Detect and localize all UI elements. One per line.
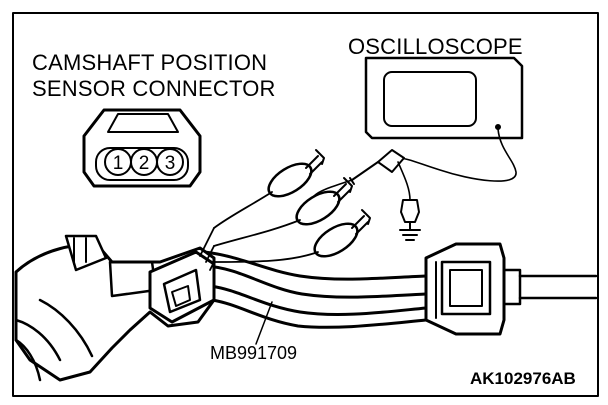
test-clip-1 [213, 149, 325, 229]
figure-code-label: AK102976AB [470, 369, 576, 388]
oscilloscope [364, 56, 524, 140]
test-clip-2 [213, 177, 353, 247]
pin-2: 2 [130, 148, 158, 176]
tool-leader-line [255, 301, 273, 345]
test-harness [202, 250, 428, 329]
camshaft-sensor [14, 234, 216, 382]
test-clip-3 [213, 209, 371, 263]
clip-leads [199, 227, 215, 271]
harness-connector [424, 242, 598, 336]
probe-plug [349, 149, 405, 185]
pin-3-label: 3 [165, 153, 176, 174]
ground-lead [397, 161, 421, 241]
scope-probe-cable [397, 128, 517, 182]
pin-3: 3 [156, 148, 184, 176]
pin-1-label: 1 [113, 153, 124, 174]
figure-frame [12, 12, 599, 397]
connector-title-line1: CAMSHAFT POSITION [32, 50, 268, 75]
pin-1: 1 [104, 148, 132, 176]
oscilloscope-label: OSCILLOSCOPE [348, 34, 523, 59]
probe-wire [313, 179, 353, 197]
pin-2-label: 2 [139, 153, 150, 174]
connector-title-line2: SENSOR CONNECTOR [32, 76, 276, 101]
connector-face: 1 2 3 [82, 108, 202, 188]
tool-number-label: MB991709 [210, 343, 298, 363]
